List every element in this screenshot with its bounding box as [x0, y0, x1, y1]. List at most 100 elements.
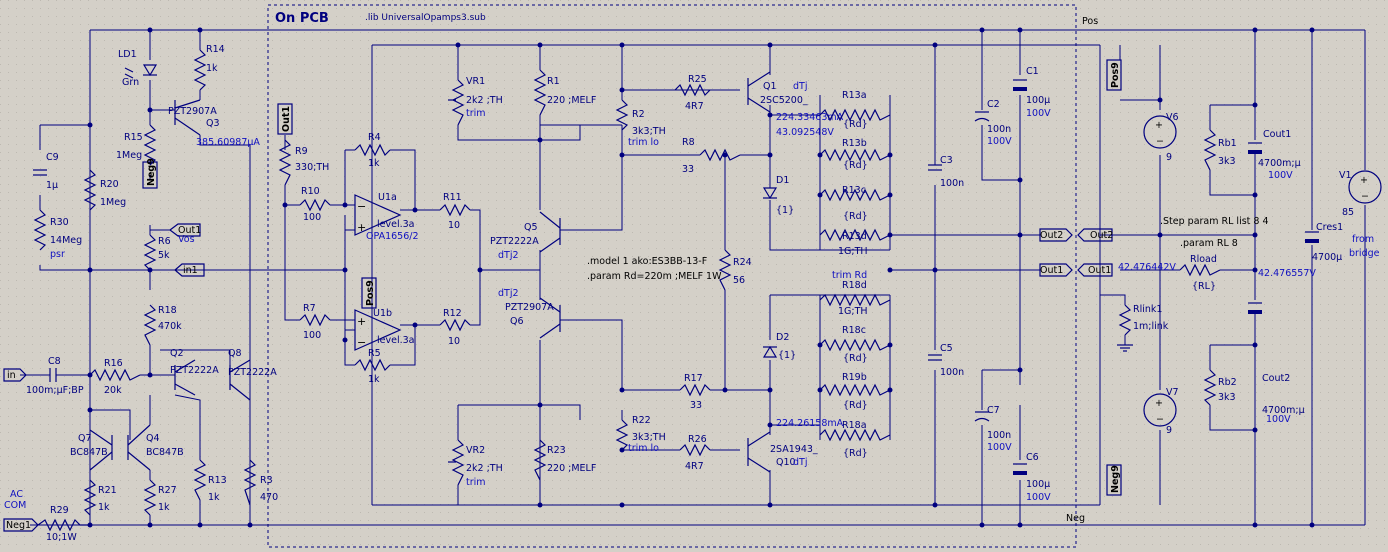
probe-out-right: 42.476557V: [1258, 268, 1316, 279]
resistor-r12[interactable]: R12 10: [439, 308, 471, 347]
svg-text:Q6: Q6: [510, 316, 524, 327]
opamp-u1b[interactable]: + − U1b level.3a: [354, 308, 414, 351]
svg-text:R14: R14: [206, 44, 225, 55]
transistor-q8[interactable]: Q8 PZT2222A: [228, 348, 277, 401]
resistor-r11[interactable]: R11 10: [439, 192, 471, 231]
resistor-r14[interactable]: R14 1k: [193, 44, 225, 91]
diode-d2[interactable]: D2 {1}: [762, 332, 796, 361]
port-pos9-opamp[interactable]: Pos9: [361, 277, 377, 309]
resistor-r1[interactable]: R1 220 ;MELF: [533, 69, 596, 116]
resistor-r5[interactable]: R5 1k: [354, 348, 391, 385]
capacitor-c5[interactable]: C5 100n: [928, 343, 964, 378]
svg-text:Pos9: Pos9: [365, 280, 376, 306]
transistor-q4[interactable]: Q4 BC847B: [127, 424, 184, 471]
resistor-r16[interactable]: R16 20k: [89, 358, 141, 396]
resistor-r13c[interactable]: R13c{Rd}: [842, 185, 868, 222]
transistor-q5[interactable]: Q5 PZT2222A dTj2: [490, 211, 561, 261]
port-out1-right[interactable]: Out1: [1077, 263, 1113, 277]
svg-text:R8: R8: [682, 137, 695, 148]
resistor-r18a[interactable]: R18a {Rd}: [842, 420, 868, 459]
opamp-u1a[interactable]: − + U1a level.3a OPA1656/2: [354, 192, 419, 242]
capacitor-c6[interactable]: C6 100µ 100V: [1013, 452, 1051, 503]
transistor-q1[interactable]: Q1 2SC5200_ dTj: [747, 71, 808, 113]
capacitor-c7[interactable]: C7 100n 100V: [974, 405, 1012, 453]
capacitor-c1[interactable]: C1 100µ 100V: [1013, 66, 1051, 119]
resistor-r3[interactable]: R3 470: [243, 459, 278, 506]
vsource-v6[interactable]: +− V6 9: [1143, 112, 1179, 163]
capacitor-c3[interactable]: C3 100n: [928, 155, 964, 189]
resistor-r21[interactable]: R21 1k: [83, 479, 117, 516]
resistor-r27[interactable]: R27 1k: [143, 479, 177, 516]
resistor-r7[interactable]: R7 100: [299, 303, 331, 341]
resistor-r29[interactable]: R29 10;1W: [37, 505, 90, 543]
port-in[interactable]: in: [3, 368, 27, 382]
resistor-r24[interactable]: R24 56: [718, 249, 752, 291]
diode-d1[interactable]: D1 {1}: [762, 175, 794, 216]
resistor-r23[interactable]: R23 220 ;MELF: [533, 439, 596, 481]
port-out1-left[interactable]: Out1: [169, 223, 201, 237]
port-in1[interactable]: in1: [174, 263, 205, 277]
resistor-r18c[interactable]: R18c{Rd}: [842, 325, 868, 364]
resistor-rb1[interactable]: Rb1 3k3: [1203, 129, 1237, 171]
resistor-r13a[interactable]: R13a{Rd}: [842, 90, 868, 130]
resistor-r26[interactable]: R26 4R7: [679, 434, 711, 472]
capacitor-cout2[interactable]: Cout2 4700m;µ 100V: [1248, 302, 1305, 425]
port-out2-pcb[interactable]: Out2: [1039, 228, 1073, 242]
resistor-r30[interactable]: R30 14Meg psr: [33, 209, 82, 260]
port-out2-right[interactable]: Out2: [1077, 228, 1113, 242]
resistor-r17[interactable]: R17 33: [679, 373, 711, 411]
resistor-r18[interactable]: R18 470k: [143, 304, 182, 346]
transistor-q6[interactable]: dTj2 PZT2907A Q6: [498, 288, 561, 339]
resistor-r20[interactable]: R20 1Meg: [83, 169, 126, 211]
svg-text:{Rd}: {Rd}: [843, 448, 868, 459]
resistor-r13[interactable]: R13 1k: [193, 459, 227, 503]
transistor-q3[interactable]: PZT2907A Q3: [168, 99, 220, 136]
port-neg1[interactable]: Neg1: [3, 518, 39, 532]
resistor-rload[interactable]: Rload {RL}: [1179, 254, 1221, 292]
transistor-q2[interactable]: Q2 PZT2222A: [170, 348, 219, 396]
vsource-v7[interactable]: +− V7 9: [1143, 387, 1179, 436]
transistor-q7[interactable]: Q7 BC847B: [70, 429, 113, 471]
capacitor-c8[interactable]: C8 100m;µF;BP: [26, 356, 84, 396]
resistor-r10[interactable]: R10 100: [299, 186, 331, 223]
svg-text:Q1: Q1: [763, 81, 777, 92]
resistor-r19b[interactable]: R19b{Rd}: [842, 372, 868, 411]
port-pos9-right[interactable]: Pos9: [1106, 59, 1122, 91]
svg-text:9: 9: [1166, 152, 1172, 163]
svg-text:Rload: Rload: [1190, 254, 1217, 265]
svg-text:330;TH: 330;TH: [295, 162, 329, 173]
svg-text:R13: R13: [208, 475, 227, 486]
resistor-r22[interactable]: R22 3k3;TH trim lo: [615, 415, 666, 454]
transistor-q10[interactable]: 2SA1943_ Q10 dTj: [747, 431, 818, 473]
svg-text:1µ: 1µ: [46, 180, 58, 191]
resistor-r13b[interactable]: R13b{Rd}: [842, 138, 868, 171]
capacitor-c9[interactable]: C9 1µ: [33, 152, 59, 191]
resistor-rlink1[interactable]: Rlink1 1m;link: [1117, 304, 1169, 352]
resistor-r8[interactable]: R8 33: [682, 137, 741, 175]
resistor-r2[interactable]: R2 3k3;TH trim lo: [615, 99, 666, 148]
port-neg9-right[interactable]: Neg9: [1106, 464, 1122, 496]
pot-vr2[interactable]: VR2 2k2 ;TH trim: [448, 439, 503, 488]
svg-text:Cout2: Cout2: [1262, 373, 1290, 384]
capacitor-cres1[interactable]: Cres1 4700µ: [1305, 222, 1343, 263]
svg-text:Neg9: Neg9: [146, 158, 157, 186]
resistor-r4[interactable]: R4 1k: [354, 132, 391, 169]
resistor-rb2[interactable]: Rb2 3k3: [1203, 369, 1237, 406]
capacitor-cout1[interactable]: Cout1 4700m;µ 100V: [1248, 129, 1301, 181]
resistor-r9[interactable]: R9 330;TH: [278, 139, 329, 186]
port-neg9-left[interactable]: Neg9: [142, 158, 158, 189]
vsource-v1[interactable]: +− V1 85: [1339, 170, 1382, 218]
svg-text:R18a: R18a: [842, 420, 867, 431]
resistor-r15[interactable]: R15 1Meg: [116, 124, 157, 166]
resistor-r25[interactable]: R25 4R7: [674, 74, 711, 112]
port-out1-pcb[interactable]: Out1: [1039, 263, 1073, 277]
capacitor-c2[interactable]: C2 100n 100V: [974, 99, 1012, 147]
pot-vr1[interactable]: VR1 2k2 ;TH trim: [448, 76, 503, 126]
resistor-r6[interactable]: R6 5k Vos: [143, 234, 195, 271]
led-ld1[interactable]: LD1 Grn: [118, 49, 158, 88]
port-out1-vertical[interactable]: Out1: [277, 103, 293, 135]
